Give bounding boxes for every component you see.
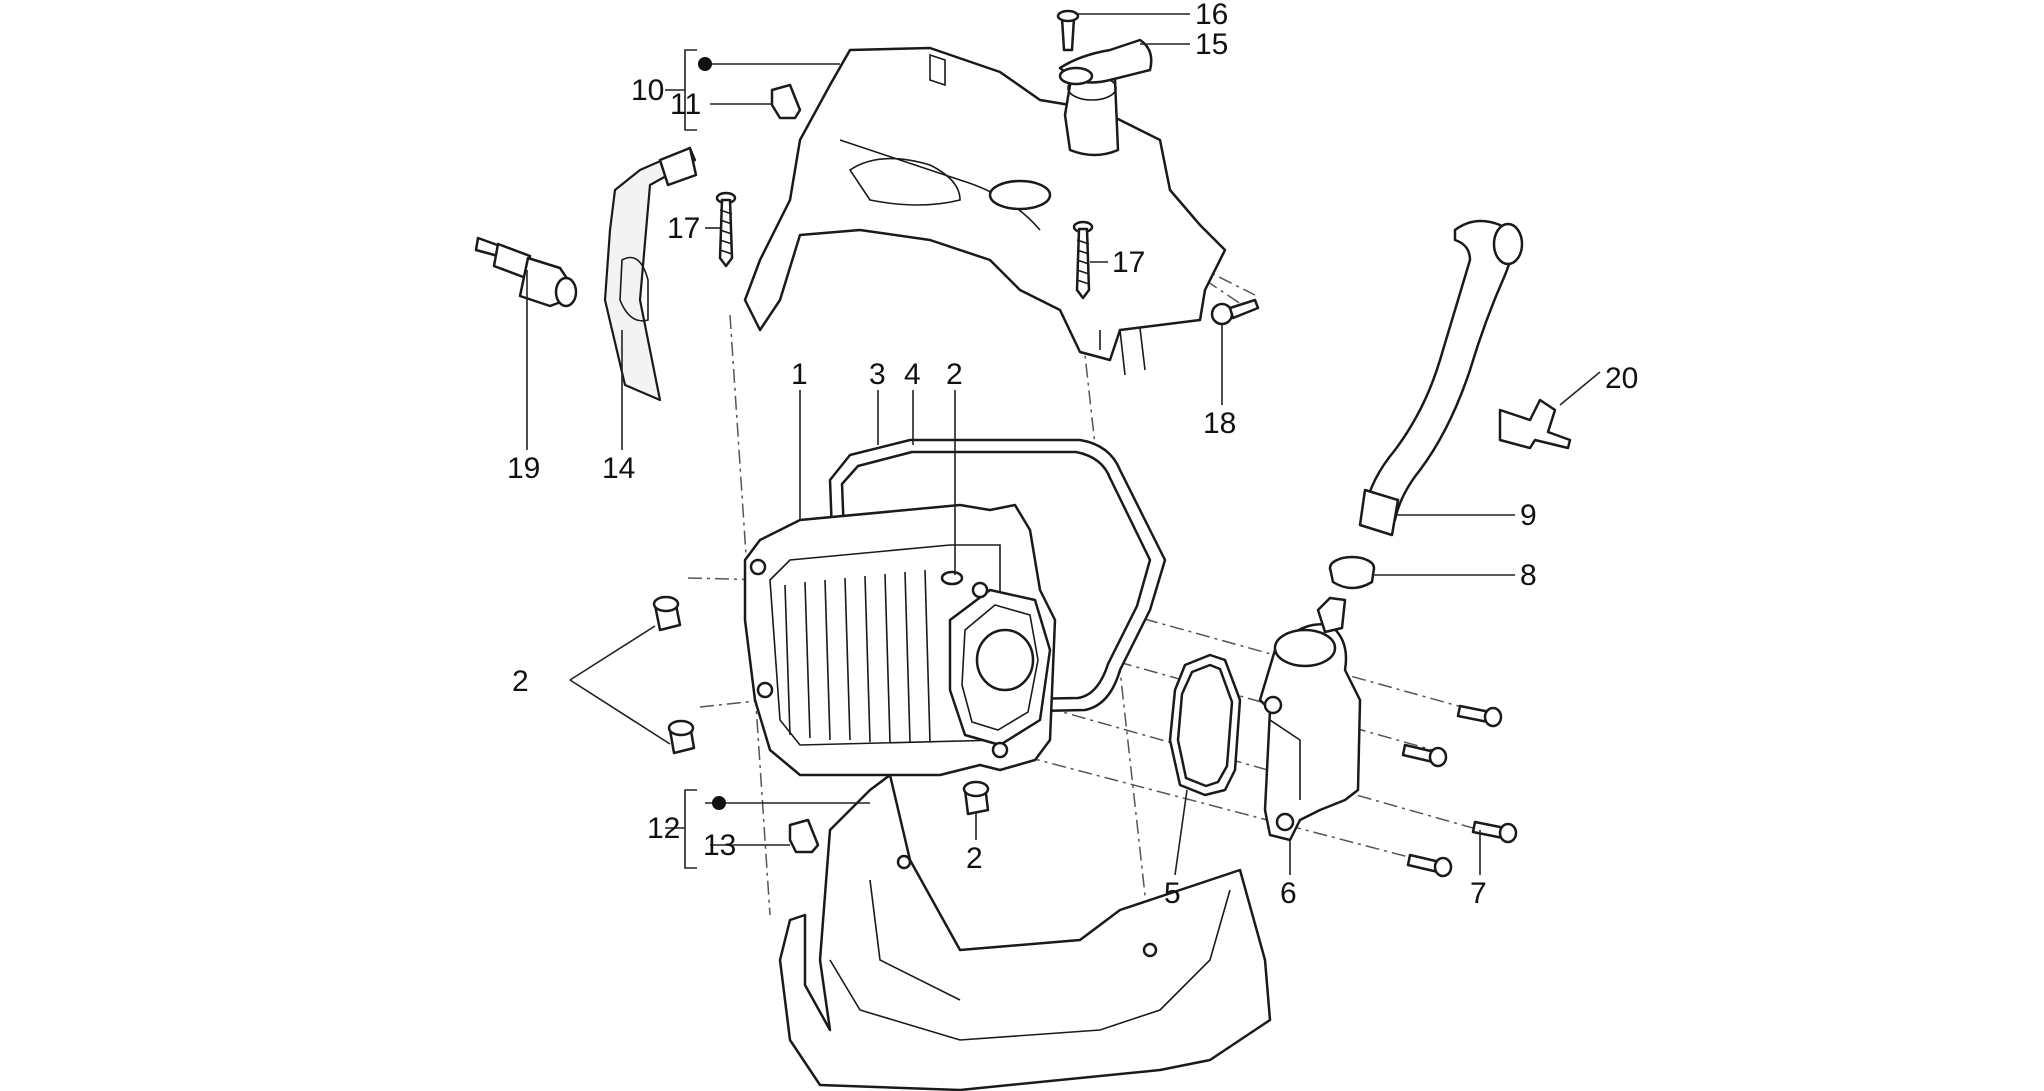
screw-part-17-left [715, 191, 737, 268]
heat-shield-part-14 [603, 146, 698, 402]
callout-2-bottom: 2 [966, 842, 983, 875]
bolt-part-7-b [1401, 743, 1448, 768]
callout-5: 5 [1164, 877, 1181, 910]
screw-part-17-right [1072, 220, 1094, 300]
upper-cover-part-10 [743, 46, 1227, 376]
o-ring-part-5 [1168, 653, 1242, 797]
bolt-part-2-bottom [962, 780, 990, 816]
callout-4: 4 [904, 358, 921, 391]
bolt-part-7-d [1406, 853, 1453, 878]
callout-2-left: 2 [512, 665, 529, 698]
lower-cover-part-12 [778, 773, 1272, 1091]
spark-plug-part-19 [474, 236, 578, 308]
bolt-part-7-c [1471, 820, 1518, 844]
callout-19: 19 [507, 452, 540, 485]
callout-3: 3 [869, 358, 886, 391]
clip-part-15 [1058, 38, 1153, 86]
callout-17-left: 17 [667, 212, 700, 245]
callout-6: 6 [1280, 877, 1297, 910]
screw-part-16 [1056, 9, 1080, 52]
breather-hose-part-9 [1358, 219, 1524, 537]
callout-20: 20 [1605, 362, 1638, 395]
callout-1: 1 [791, 358, 808, 391]
bolt-part-2-top [940, 570, 964, 586]
assembly-dot-12 [712, 796, 726, 810]
callout-18: 18 [1203, 407, 1236, 440]
callout-14: 14 [602, 452, 635, 485]
assembly-dot-10 [698, 57, 712, 71]
callout-16: 16 [1195, 0, 1228, 31]
callout-15: 15 [1195, 28, 1228, 61]
bolt-part-2-lower [667, 719, 696, 755]
callout-9: 9 [1520, 499, 1537, 532]
callout-11: 11 [670, 88, 701, 121]
callout-12: 12 [647, 812, 680, 845]
bracket-part-20 [1498, 398, 1572, 450]
callout-labels: 16 15 10 11 17 17 18 20 19 14 1 3 4 2 9 … [507, 0, 1638, 910]
callout-17-right: 17 [1112, 246, 1145, 279]
callout-10: 10 [631, 74, 664, 107]
bolt-part-2-upper [652, 595, 682, 632]
clip-part-13 [788, 818, 820, 854]
screw-part-18 [1210, 298, 1260, 326]
cooling-fins [784, 569, 931, 743]
clip-part-11 [770, 83, 802, 120]
oil-separator-part-6 [1258, 596, 1362, 842]
bolt-part-7-a [1456, 704, 1503, 728]
hose-clamp-part-8 [1328, 555, 1376, 590]
leader-lines [526, 13, 1601, 876]
valve-cover-part-1 [743, 503, 1057, 777]
callout-13: 13 [703, 829, 736, 862]
callout-8: 8 [1520, 559, 1537, 592]
callout-7: 7 [1470, 877, 1487, 910]
callout-2-top: 2 [946, 358, 963, 391]
